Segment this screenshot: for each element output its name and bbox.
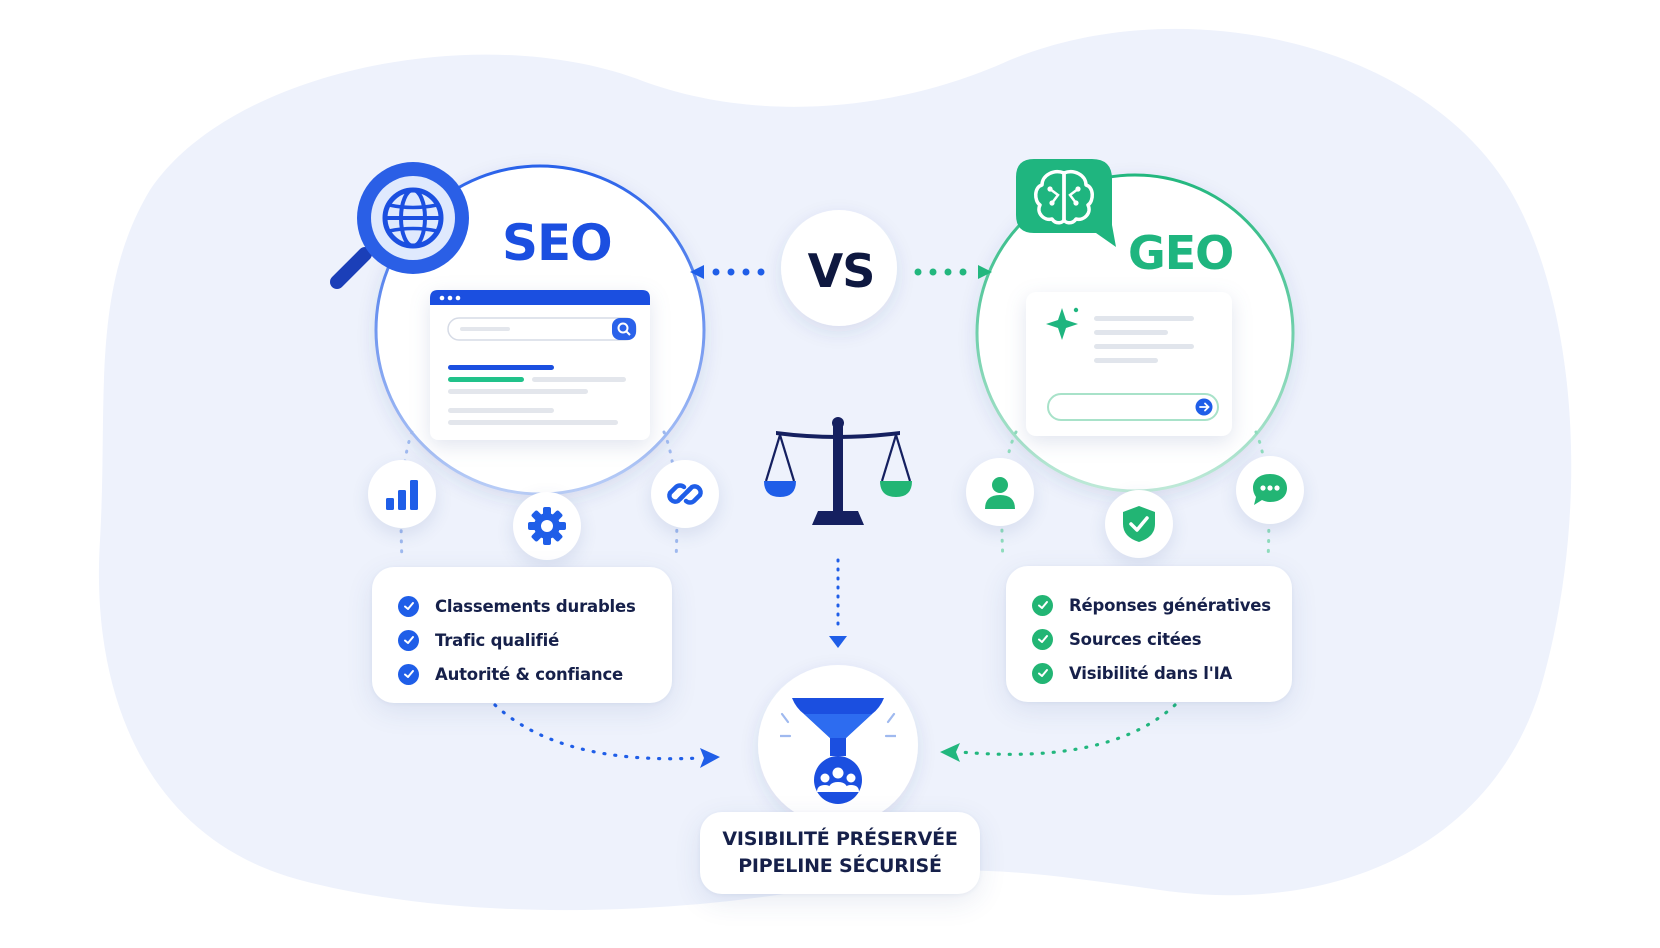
shield-badge xyxy=(1105,490,1173,558)
geo-title: GEO xyxy=(1128,226,1234,280)
vs-circle xyxy=(781,210,897,326)
geo-vs-connector xyxy=(914,265,992,279)
link-icon xyxy=(667,483,703,505)
check-icon xyxy=(398,595,419,617)
chat-badge xyxy=(1236,456,1304,524)
outcome-line-1: VISIBILITÉ PRÉSERVÉE xyxy=(722,828,958,850)
list-item: Visibilité dans l'IA xyxy=(1032,656,1292,690)
bar-chart-badge xyxy=(368,460,436,528)
chat-bubble-icon xyxy=(1253,474,1287,505)
shield-check-icon xyxy=(1123,506,1155,542)
brain-chat-icon xyxy=(1016,159,1116,247)
check-icon xyxy=(398,663,419,685)
scales-to-funnel-arrow xyxy=(829,558,847,648)
list-item: Autorité & confiance xyxy=(398,657,672,691)
list-item: Trafic qualifié xyxy=(398,623,672,657)
ai-answer-mockup-icon xyxy=(1026,292,1232,436)
check-icon xyxy=(1032,628,1053,650)
check-icon xyxy=(398,629,419,651)
list-item: Classements durables xyxy=(398,589,672,623)
globe-magnifier-icon xyxy=(330,162,469,289)
outcome-line-2: PIPELINE SÉCURISÉ xyxy=(738,855,942,877)
outcome-card: VISIBILITÉ PRÉSERVÉE PIPELINE SÉCURISÉ xyxy=(700,812,980,894)
funnel-people-icon xyxy=(780,698,896,804)
user-badge xyxy=(966,458,1034,526)
seo-title: SEO xyxy=(502,214,613,272)
vs-label: VS xyxy=(807,244,876,298)
link-badge xyxy=(651,460,719,528)
gear-icon xyxy=(528,507,566,545)
benefit-text: Visibilité dans l'IA xyxy=(1069,663,1233,683)
scales-icon xyxy=(764,417,912,525)
benefit-text: Réponses génératives xyxy=(1069,595,1271,615)
list-item: Sources citées xyxy=(1032,622,1292,656)
benefit-text: Trafic qualifié xyxy=(435,630,560,650)
geo-benefits-card: Réponses génératives Sources citées Visi… xyxy=(1006,566,1292,702)
seo-to-funnel-arrow xyxy=(493,703,720,768)
benefit-text: Autorité & confiance xyxy=(435,664,624,684)
benefit-text: Classements durables xyxy=(435,596,636,616)
seo-benefits-card: Classements durables Trafic qualifié Aut… xyxy=(372,567,672,703)
gear-badge xyxy=(513,492,581,560)
check-icon xyxy=(1032,594,1053,616)
seo-vs-connector xyxy=(690,265,765,279)
bar-chart-icon xyxy=(386,480,418,510)
user-icon xyxy=(985,477,1015,509)
search-results-mockup-icon xyxy=(430,290,650,440)
check-icon xyxy=(1032,662,1053,684)
list-item: Réponses génératives xyxy=(1032,588,1292,622)
benefit-text: Sources citées xyxy=(1069,629,1202,649)
geo-to-funnel-arrow xyxy=(940,703,1177,762)
